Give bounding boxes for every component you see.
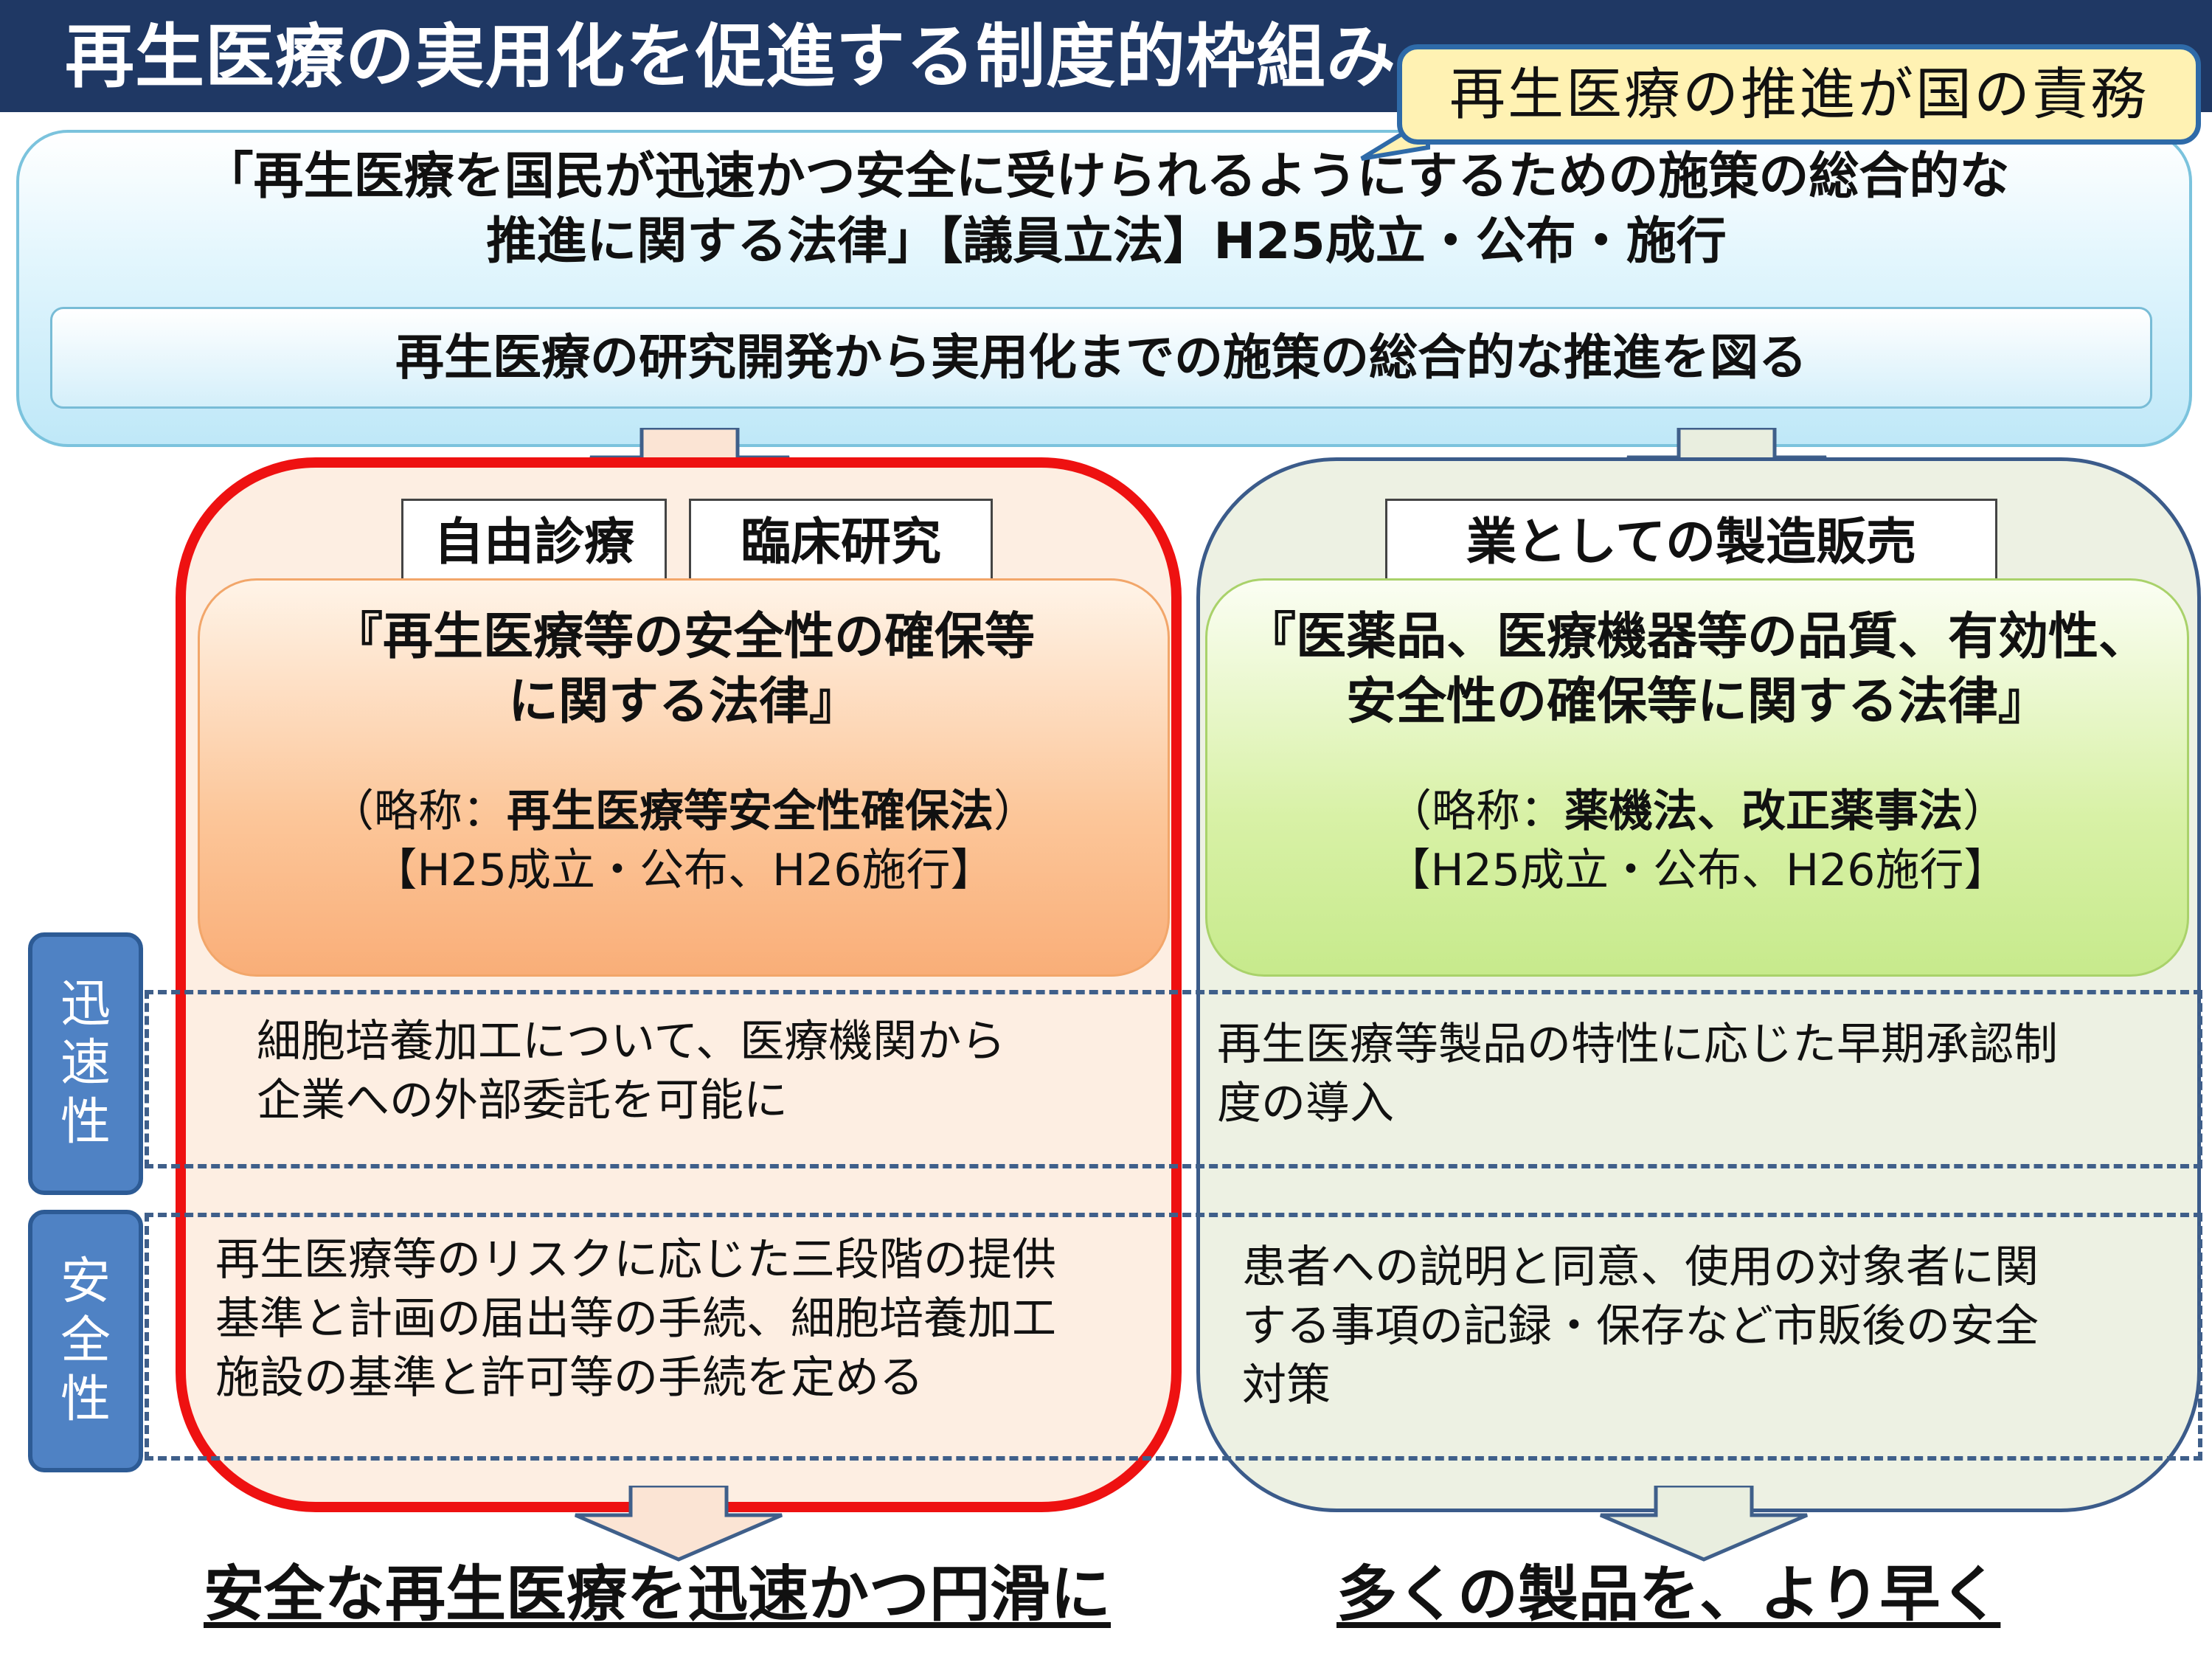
page-title: 再生医療の実用化を促進する制度的枠組み [65,17,1397,97]
pmd-law-text: 『医薬品、医療機器等の品質、有効性、 安全性の確保等に関する法律』 （略称：薬機… [1205,605,2189,900]
right-safety-line-1: 患者への説明と同意、使用の対象者に関 [1242,1241,2039,1293]
tab-safety-char-1: 安 [60,1253,111,1311]
label-free-medical-care: 自由診療 [401,499,667,587]
abbr-prefix: （略称： [330,786,507,837]
abbr-prefix: （略称： [1387,786,1564,837]
safety-row [145,1213,2202,1461]
pmd-law-title-2: 安全性の確保等に関する法律』 [1345,673,2048,731]
right-safety-line-2: する事項の記録・保存など市販後の安全 [1242,1300,2039,1352]
label-clinical-research: 臨床研究 [689,499,993,587]
promotion-law-line-2: 推進に関する法律」【議員立法】H25成立・公布・施行 [486,212,1727,271]
safety-law-box [198,578,1170,977]
left-speed-line-2: 企業への外部委託を可能に [257,1075,788,1126]
left-speed-line-1: 細胞培養加工について、医療機関から [257,1016,1006,1067]
right-speed-text: 再生医療等製品の特性に応じた早期承認制 度の導入 [1217,1015,2058,1133]
abbr-name: 薬機法、改正薬事法 [1564,786,1963,837]
promotion-law-title: 「再生医療を国民が迅速かつ安全に受けられるようにするための施策の総合的な 推進に… [74,145,2139,274]
safety-law-title-2: に関する法律』 [507,673,859,731]
tab-speed-char-2: 速 [60,1034,111,1092]
left-speed-text: 細胞培養加工について、医療機関から 企業への外部委託を可能に [257,1012,1005,1130]
left-safety-line-2: 基準と計画の届出等の手続、細胞培養加工 [215,1293,1056,1345]
safety-law-abbr: （略称：再生医療等安全性確保法） [198,782,1170,841]
left-safety-line-3: 施設の基準と許可等の手続を定める [215,1352,923,1404]
tab-speed: 迅 速 性 [28,932,143,1195]
right-safety-text: 患者への説明と同意、使用の対象者に関 する事項の記録・保存など市販後の安全 対策 [1242,1238,2039,1415]
promotion-law-line-1: 「再生医療を国民が迅速かつ安全に受けられるようにするための施策の総合的な [203,148,2010,206]
tab-speed-char-1: 迅 [60,975,111,1033]
promotion-law-purpose: 再生医療の研究開発から実用化までの施策の総合的な推進を図る [50,307,2152,409]
tab-safety-char-3: 性 [60,1371,111,1429]
abbr-name: 再生医療等安全性確保法 [507,786,994,837]
left-outcome: 安全な再生医療を迅速かつ円滑に [204,1559,1112,1629]
safety-law-title-1: 『再生医療等の安全性の確保等 [332,608,1035,666]
safety-law-text: 『再生医療等の安全性の確保等 に関する法律』 （略称：再生医療等安全性確保法） … [198,605,1170,900]
speed-row [145,990,2202,1168]
pmd-law-abbr: （略称：薬機法、改正薬事法） [1205,782,2189,841]
arrow-down-right-bottom [1600,1486,1808,1562]
pmd-law-date: 【H25成立・公布、H26施行】 [1386,845,2008,896]
tab-speed-char-3: 性 [60,1093,111,1151]
pmd-law-box [1205,578,2189,977]
abbr-suffix: ） [1963,786,2007,837]
tab-safety: 安 全 性 [28,1210,143,1472]
safety-law-date: 【H25成立・公布、H26施行】 [372,845,995,896]
abbr-suffix: ） [994,786,1038,837]
arrow-down-left-bottom [575,1486,783,1562]
pmd-law-title-1: 『医薬品、医療機器等の品質、有効性、 [1245,608,2149,666]
right-speed-line-1: 再生医療等製品の特性に応じた早期承認制 [1217,1019,2058,1070]
left-safety-text: 再生医療等のリスクに応じた三段階の提供 基準と計画の届出等の手続、細胞培養加工 … [215,1230,1056,1407]
right-safety-line-3: 対策 [1242,1360,1331,1411]
right-speed-line-2: 度の導入 [1217,1078,1394,1129]
left-safety-line-1: 再生医療等のリスクに応じた三段階の提供 [215,1234,1056,1286]
right-outcome: 多くの製品を、より早く [1336,1559,2001,1629]
label-commercial-manufacturing: 業としての製造販売 [1385,499,1997,587]
tab-safety-char-2: 全 [60,1312,111,1370]
callout-national-duty: 再生医療の推進が国の責務 [1397,44,2201,145]
